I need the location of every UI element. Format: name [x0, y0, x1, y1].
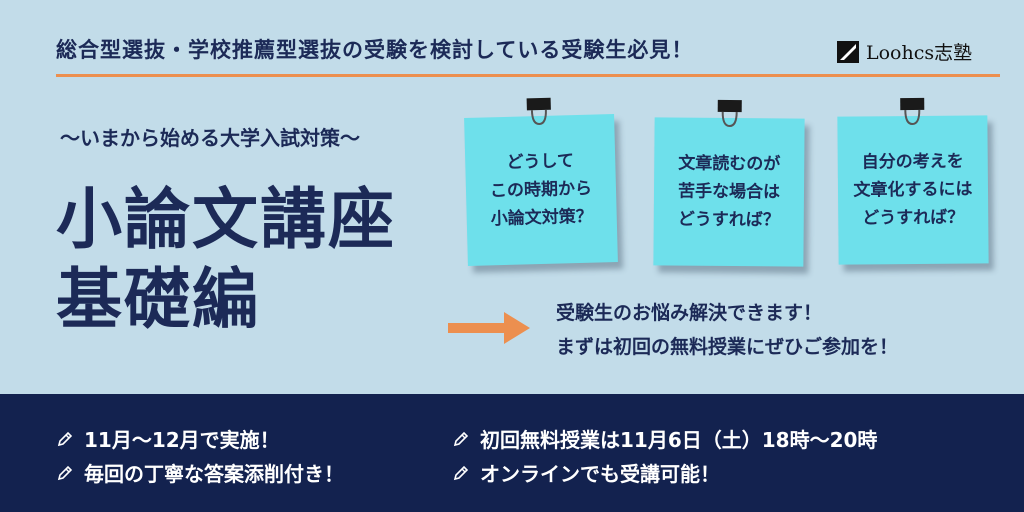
sticky-note-text: どうして この時期から 小論文対策？ — [489, 151, 593, 230]
solution-message-line1: 受験生のお悩み解決できます！ — [556, 302, 823, 324]
solution-message-line2: まずは初回の無料授業にぜひご参加を！ — [556, 336, 899, 358]
arrow-right-icon — [448, 312, 530, 344]
logo-text: Loohcs志塾 — [866, 42, 973, 64]
sticky-note-1: どうして この時期から 小論文対策？ — [464, 97, 618, 266]
info-item-text: 11月〜12月で実施！ — [84, 428, 280, 452]
sticky-note-3: 自分の考えを 文章化するには どうすれば？ — [837, 97, 989, 265]
binder-clip-icon — [900, 97, 925, 126]
header-divider — [56, 74, 1000, 77]
sticky-note-2: 文章読むのが 苦手な場合は どうすれば？ — [653, 99, 805, 267]
info-band — [0, 394, 1024, 512]
hero-subtitle: 〜いまから始める大学入試対策〜 — [60, 126, 360, 150]
hero-title-line1: 小論文講座 — [56, 181, 396, 258]
binder-clip-icon — [717, 99, 742, 128]
logo: Loohcs志塾 — [836, 38, 972, 65]
info-item: 毎回の丁寧な答案添削付き！ — [56, 458, 344, 487]
info-item-text: 毎回の丁寧な答案添削付き！ — [84, 462, 344, 486]
info-item: 初回無料授業は11月6日（土）18時〜20時 — [452, 424, 877, 453]
solution-message: 受験生のお悩み解決できます！ まずは初回の無料授業にぜひご参加を！ — [556, 296, 898, 364]
pencil-icon — [57, 465, 73, 480]
pencil-icon — [453, 465, 469, 480]
sticky-note-text: 文章読むのが 苦手な場合は どうすれば？ — [677, 153, 781, 231]
loohcs-logo-icon — [837, 40, 859, 63]
header-title: 総合型選抜・学校推薦型選抜の受験を検討している受験生必見！ — [56, 38, 694, 62]
binder-clip-icon — [526, 97, 551, 126]
info-item-text: オンラインでも受講可能！ — [480, 462, 720, 486]
hero-title-line2: 基礎編 — [56, 261, 260, 338]
info-item-text: 初回無料授業は11月6日（土）18時〜20時 — [480, 428, 878, 452]
info-item: 11月〜12月で実施！ — [56, 424, 280, 453]
hero-title: 小論文講座 基礎編 — [56, 180, 396, 340]
pencil-icon — [453, 431, 469, 446]
info-item: オンラインでも受講可能！ — [452, 458, 720, 487]
pencil-icon — [57, 431, 73, 446]
sticky-note-text: 自分の考えを 文章化するには どうすれば？ — [853, 151, 973, 229]
